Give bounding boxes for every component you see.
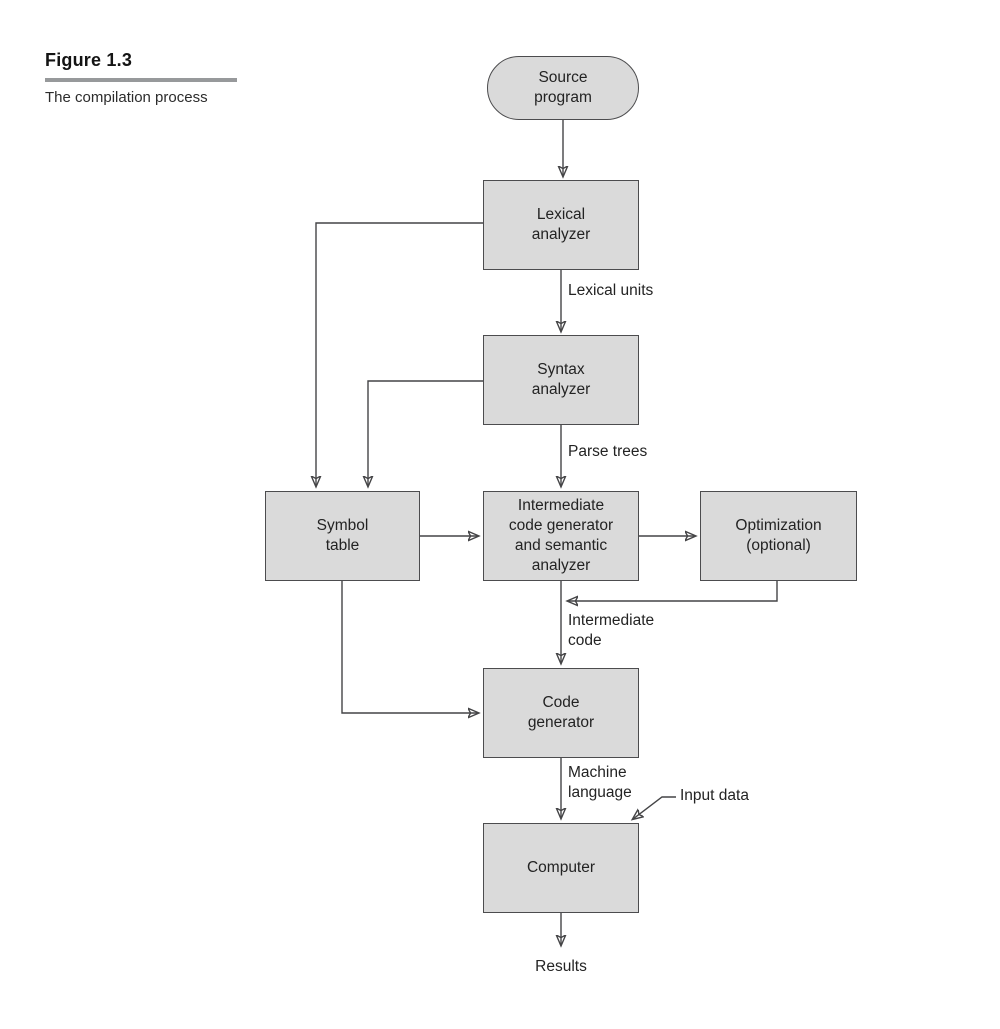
label-input-data: Input data bbox=[680, 787, 749, 804]
caption-rule bbox=[45, 78, 237, 82]
label-intermediate-code: Intermediate code bbox=[568, 612, 655, 649]
edge-optimization-return bbox=[568, 581, 778, 601]
label-results: Results bbox=[535, 958, 587, 975]
figure-caption-block: Figure 1.3 The compilation process bbox=[45, 50, 255, 106]
edge-input-data-to-computer bbox=[633, 796, 676, 819]
node-intermediate-code-generator: Intermediate code generator and semantic… bbox=[483, 491, 639, 581]
node-lexical-analyzer: Lexical analyzer bbox=[483, 180, 639, 270]
node-source-program: Source program bbox=[487, 56, 639, 120]
edge-symbol-to-codegen bbox=[341, 581, 478, 713]
node-computer: Computer bbox=[483, 823, 639, 913]
node-symbol-table: Symbol table bbox=[265, 491, 420, 581]
edge-syntax-to-symbol bbox=[368, 380, 483, 486]
node-code-generator: Code generator bbox=[483, 668, 639, 758]
edge-lexical-to-symbol bbox=[316, 222, 483, 486]
figure-number: Figure 1.3 bbox=[45, 50, 133, 70]
figure-title: The compilation process bbox=[45, 89, 208, 106]
node-optimization: Optimization (optional) bbox=[700, 491, 857, 581]
node-syntax-analyzer: Syntax analyzer bbox=[483, 335, 639, 425]
label-lexical-units: Lexical units bbox=[568, 282, 654, 299]
label-machine-language: Machine language bbox=[568, 764, 632, 801]
label-parse-trees: Parse trees bbox=[568, 443, 648, 460]
